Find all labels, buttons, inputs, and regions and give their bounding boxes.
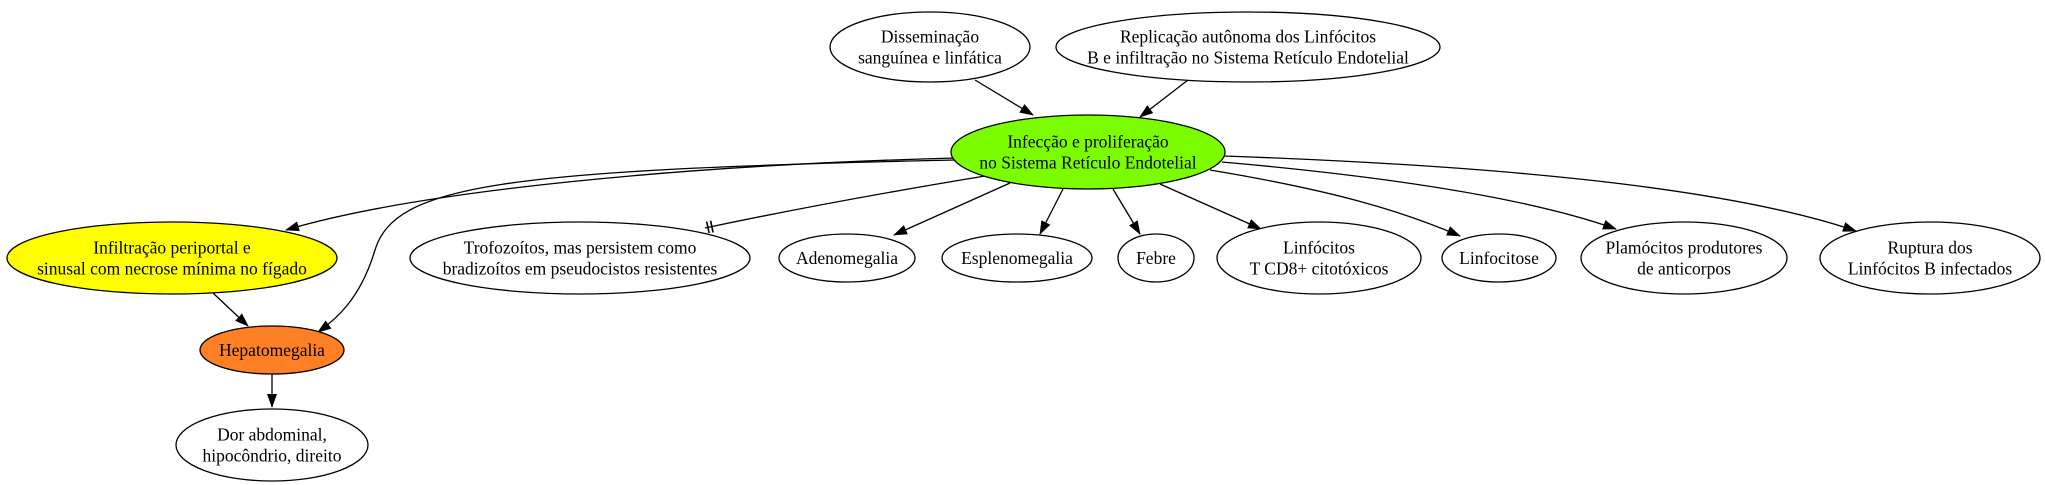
edge-infec-to-esple [1039,188,1064,235]
edge-infil-to-hepato [212,292,249,327]
edges-layer [212,79,1857,408]
node-plasmocitos-label-line-1: Plamócitos produtores [1606,238,1763,258]
node-trofozoitos: Trofozoítos, mas persistem comobradizoít… [409,221,751,295]
node-dor-abdominal: Dor abdominal,hipocôndrio, direito [175,408,369,482]
node-infiltracao-label-line-1: Infiltração periportal e [93,238,251,258]
node-infeccao-label-line-1: Infecção e proliferação [1007,132,1169,152]
node-dor-abdominal-label-line-1: Dor abdominal, [217,425,327,445]
node-infeccao-shape [950,114,1226,190]
edge-infec-to-linfT [1159,183,1262,230]
edge-infec-to-trofo [704,175,986,234]
node-infiltracao-shape [6,221,338,295]
node-disseminacao-label-line-1: Disseminação [881,27,979,47]
node-dor-abdominal-shape [175,408,369,482]
node-adenomegalia-label-line-1: Adenomegalia [796,248,898,268]
node-infeccao-label-line-2: no Sistema Retículo Endotelial [979,153,1196,173]
edge-infec-to-adeno [893,182,1011,236]
node-hepatomegalia-shape [199,325,345,375]
node-esplenomegalia-shape [941,233,1093,283]
node-replicacao-label-line-2: B e infiltração no Sistema Retículo Endo… [1087,48,1409,68]
node-febre: Febre [1117,233,1195,283]
node-linfocitose-shape [1441,233,1557,283]
node-febre-label-line-1: Febre [1136,248,1176,268]
node-ruptura-label-line-1: Ruptura dos [1887,238,1972,258]
edge-infec-to-linfo [1209,169,1461,237]
node-trofozoitos-label-line-1: Trofozoítos, mas persistem como [464,238,697,258]
node-trofozoitos-shape [409,221,751,295]
edge-infec-to-ruptura [1223,155,1857,232]
node-linfocitose: Linfocitose [1441,233,1557,283]
edge-infec-to-febre [1112,188,1141,235]
edge-infec-to-infil [285,157,956,232]
node-linfocitose-label-line-1: Linfocitose [1459,248,1539,268]
edge-infec-to-plasm [1221,161,1617,230]
node-linfocitos-t-shape [1216,221,1422,295]
node-hepatomegalia: Hepatomegalia [199,325,345,375]
node-dor-abdominal-label-line-2: hipocôndrio, direito [202,446,341,466]
node-adenomegalia: Adenomegalia [778,233,916,283]
node-infiltracao-label-line-2: sinusal com necrose mínima no fígado [37,259,307,279]
node-esplenomegalia: Esplenomegalia [941,233,1093,283]
node-disseminacao-label-line-2: sanguínea e linfática [858,48,1002,68]
node-trofozoitos-label-line-2: bradizoítos em pseudocistos resistentes [443,259,718,279]
node-ruptura-label-line-2: Linfócitos B infectados [1848,259,2012,279]
edge-dissem-to-infec [974,79,1034,116]
node-hepatomegalia-label-line-1: Hepatomegalia [219,340,325,360]
node-linfocitos-t-label-line-1: Linfócitos [1283,238,1355,258]
node-replicacao-label-line-1: Replicação autônoma dos Linfócitos [1120,27,1376,47]
node-adenomegalia-shape [778,233,916,283]
node-ruptura-shape [1819,221,2041,295]
edge-infec-to-hepato [317,159,956,333]
node-plasmocitos-label-line-2: de anticorpos [1637,259,1731,279]
node-febre-shape [1117,233,1195,283]
node-esplenomegalia-label-line-1: Esplenomegalia [961,248,1073,268]
node-replicacao-shape [1055,11,1441,83]
node-linfocitos-t-label-line-2: T CD8+ citotóxicos [1250,259,1389,279]
edge-replic-to-infec [1139,79,1189,118]
node-disseminacao-shape [829,11,1031,83]
node-plasmocitos-shape [1580,221,1788,295]
